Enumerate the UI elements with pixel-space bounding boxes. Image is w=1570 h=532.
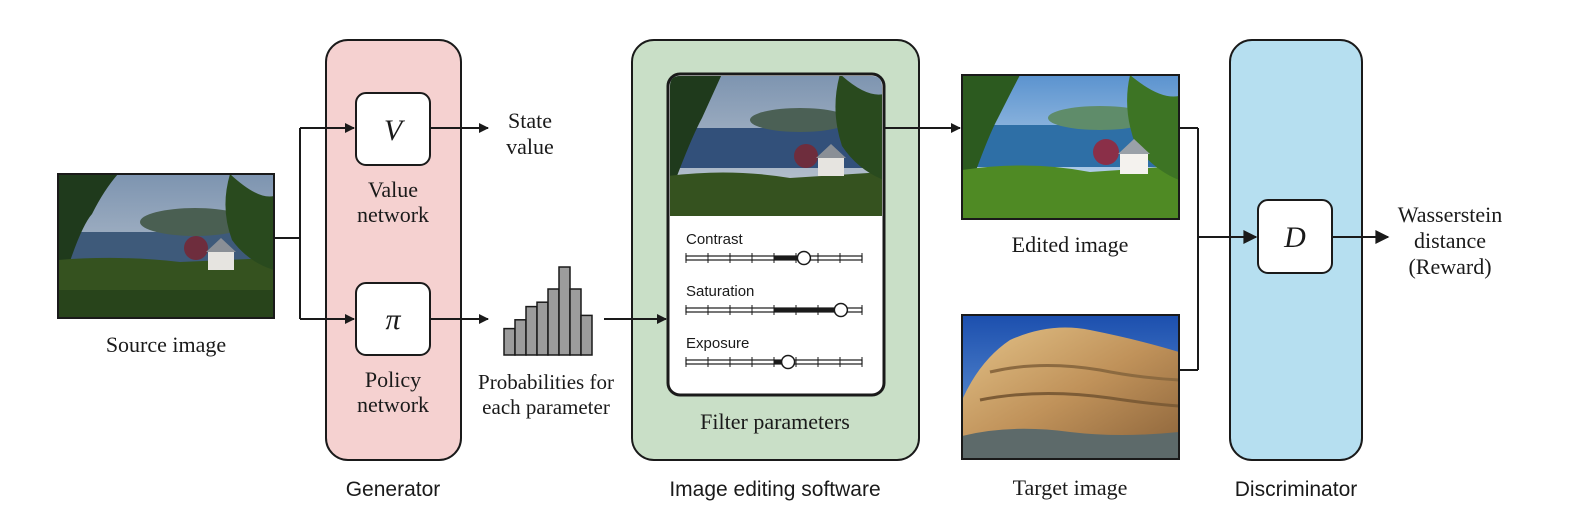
- discriminator-symbol: D: [1283, 221, 1306, 254]
- reward-label-line3: (Reward): [1408, 254, 1491, 279]
- value-network-symbol: V: [384, 114, 406, 147]
- histogram-bar: [558, 266, 571, 356]
- histogram-bar: [514, 319, 527, 356]
- value-network-label-line2: network: [357, 202, 429, 227]
- state-value-line2: value: [506, 134, 554, 159]
- probabilities-caption-line1: Probabilities for: [478, 370, 614, 394]
- probability-histogram: [503, 266, 593, 356]
- reward-label-line1: Wasserstein: [1398, 202, 1503, 227]
- histogram-bar: [503, 327, 516, 356]
- slider-fill: [774, 255, 804, 261]
- probabilities-caption-line2: each parameter: [482, 395, 610, 419]
- generator-label: Generator: [346, 478, 441, 501]
- source-image: [57, 173, 275, 319]
- source-image-caption: Source image: [106, 332, 226, 357]
- slider-label: Contrast: [686, 231, 744, 248]
- slider-knob[interactable]: [796, 250, 812, 266]
- slider-fill: [774, 307, 841, 313]
- histogram-bar: [536, 301, 549, 356]
- slider-knob[interactable]: [780, 354, 796, 370]
- slider-label: Exposure: [686, 335, 749, 352]
- histogram-bar: [569, 288, 582, 356]
- value-network-label-line1: Value: [368, 177, 418, 202]
- target-image: [961, 314, 1180, 460]
- state-value-line1: State: [508, 108, 552, 133]
- target-image-caption: Target image: [1013, 475, 1128, 500]
- source-connector: [274, 123, 355, 324]
- policy-network-symbol: π: [385, 303, 401, 336]
- histogram-bar: [580, 314, 593, 356]
- histogram-bar: [525, 305, 538, 356]
- histogram-bar: [547, 288, 560, 356]
- policy-network-label-line1: Policy: [365, 367, 421, 392]
- editor-preview-image: [670, 76, 882, 216]
- reward-label-line2: distance: [1414, 228, 1486, 253]
- edited-image: [961, 74, 1180, 220]
- policy-network-label-line2: network: [357, 392, 429, 417]
- filter-parameters-caption: Filter parameters: [700, 409, 850, 434]
- slider-label: Saturation: [686, 283, 754, 300]
- edited-image-caption: Edited image: [1012, 232, 1129, 257]
- discriminator-input-connector: [1179, 127, 1258, 371]
- slider-knob[interactable]: [833, 302, 849, 318]
- editing-software-label: Image editing software: [669, 478, 880, 501]
- discriminator-label: Discriminator: [1235, 478, 1358, 501]
